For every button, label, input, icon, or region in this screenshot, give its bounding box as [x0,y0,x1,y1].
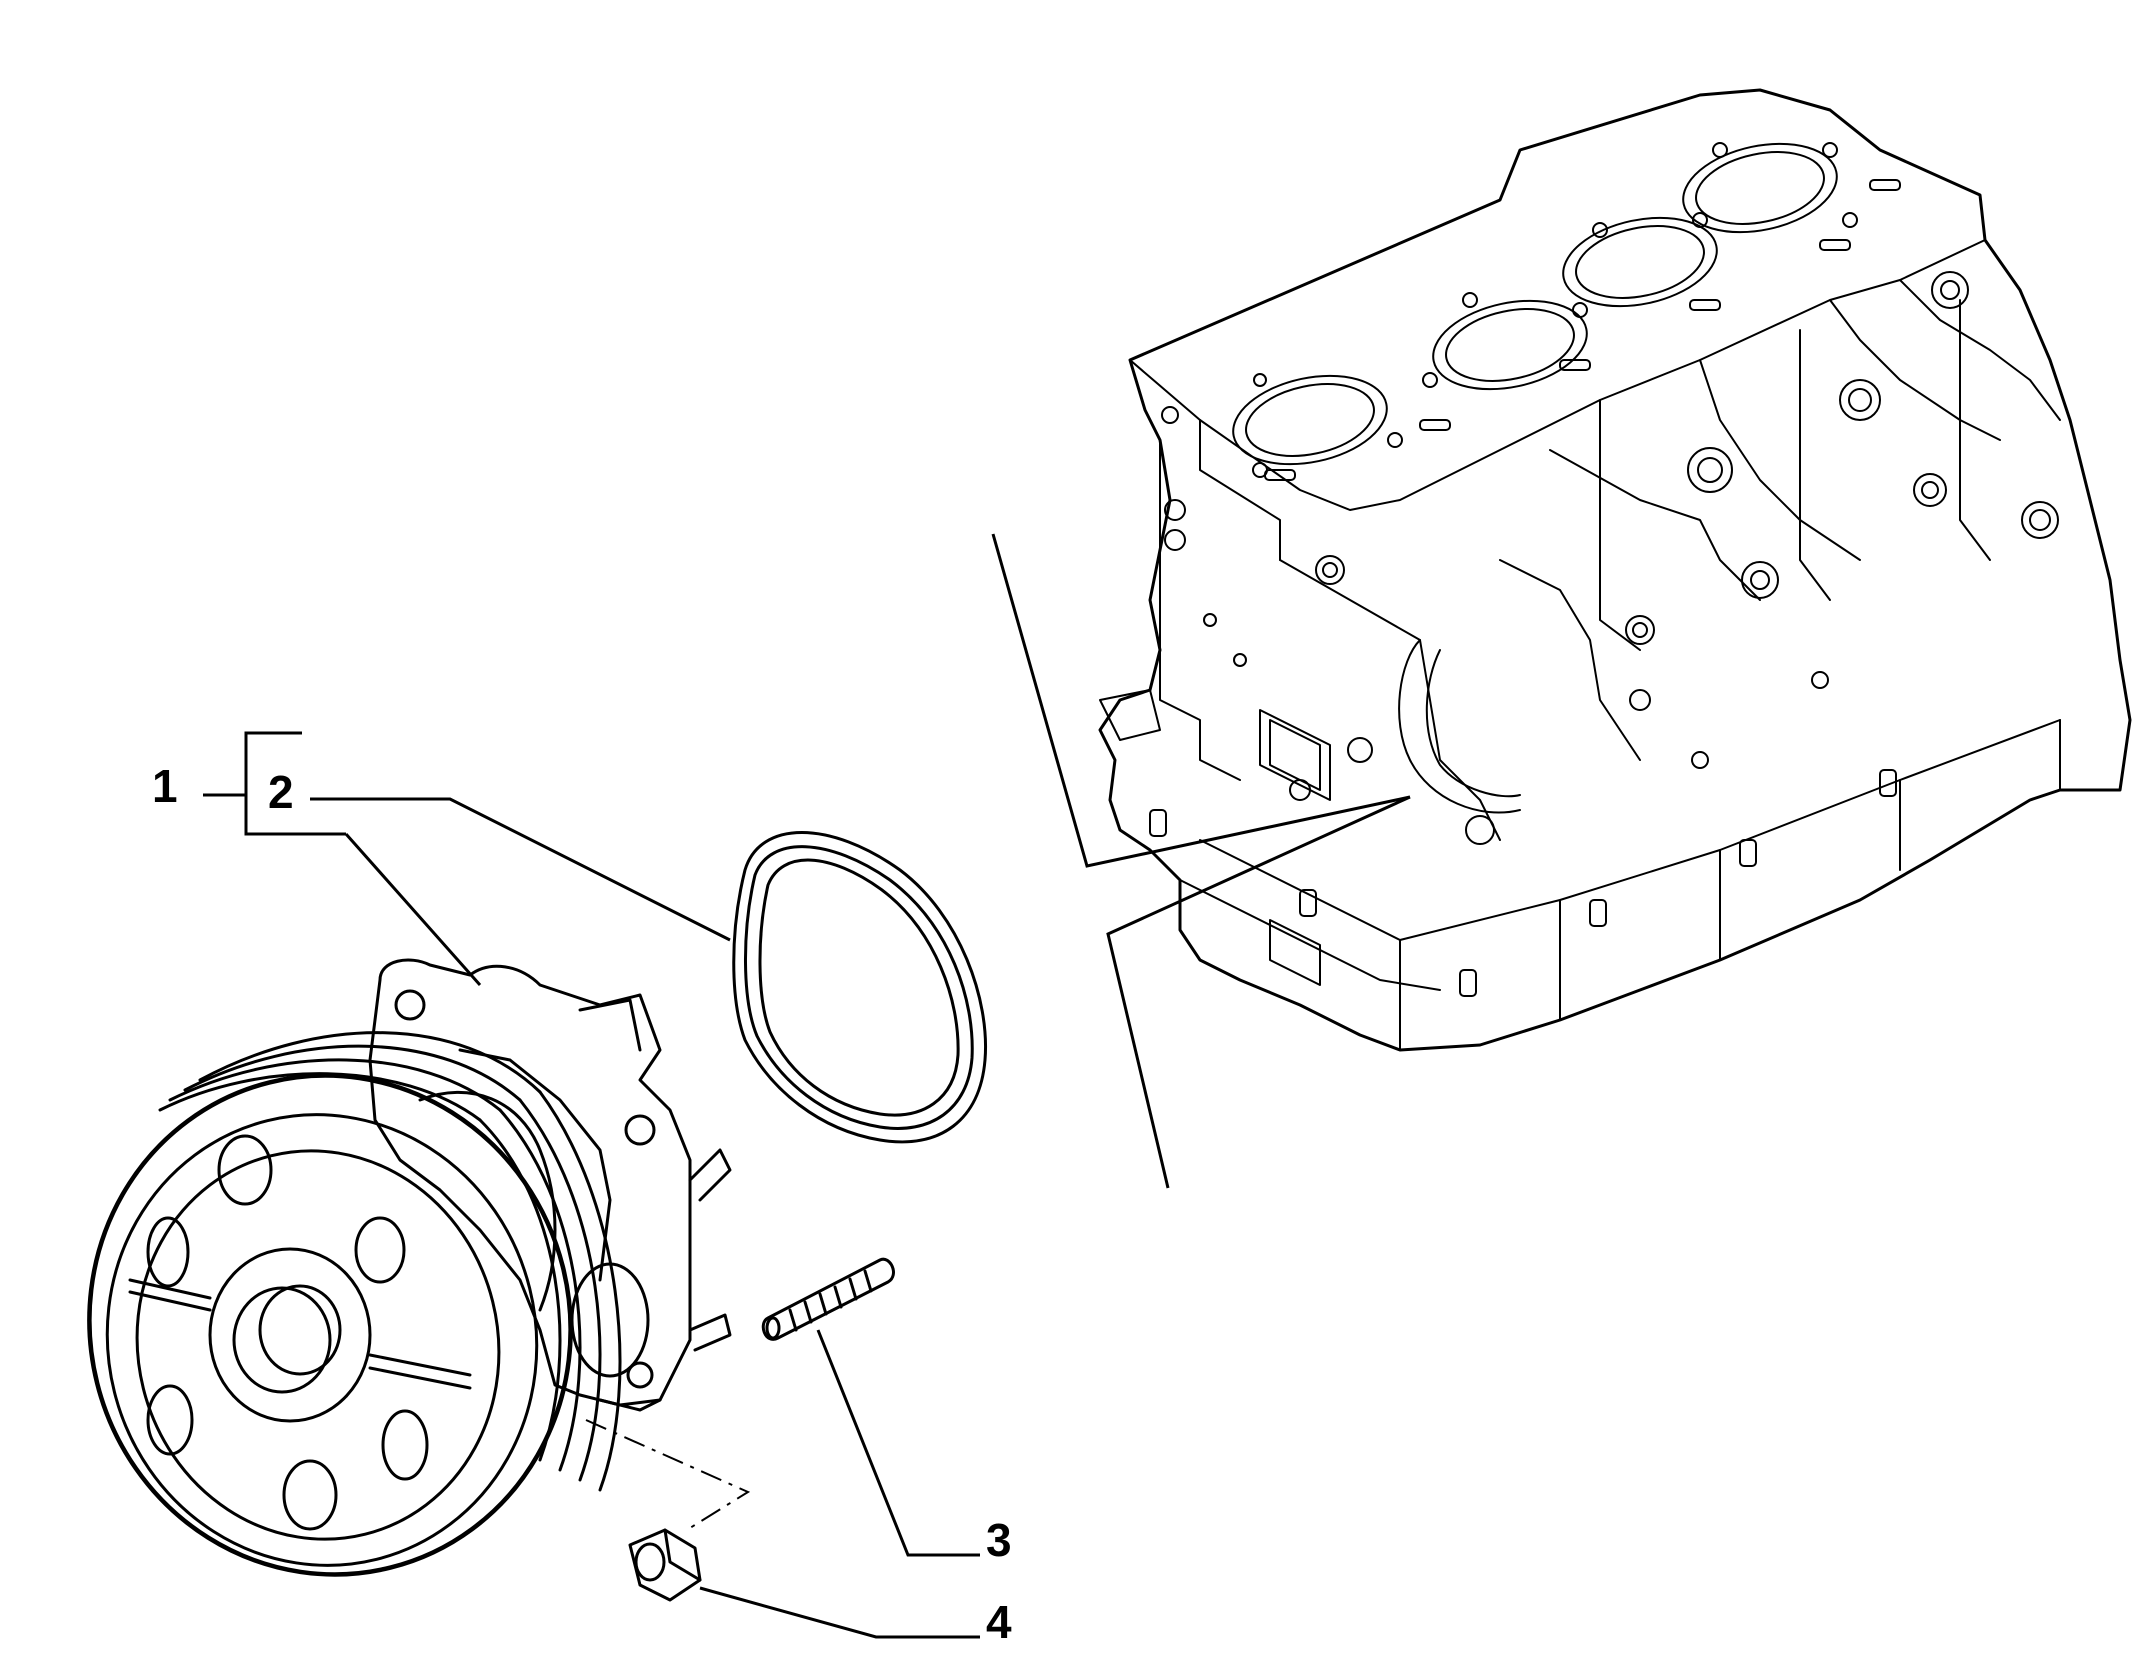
nut [628,1528,702,1602]
stud [761,1257,895,1341]
assembly-axis-line [585,1419,751,1529]
water-pump [87,958,732,1577]
callout-leaders [203,731,980,1639]
callout-2: 2 [268,766,294,818]
callout-4: 4 [986,1596,1012,1648]
callout-3: 3 [986,1514,1012,1566]
mounting-pointer-lines [991,533,1411,1189]
pump-gasket-ring [732,831,988,1144]
engine-block [1098,88,2132,1052]
callout-1: 1 [152,760,178,812]
